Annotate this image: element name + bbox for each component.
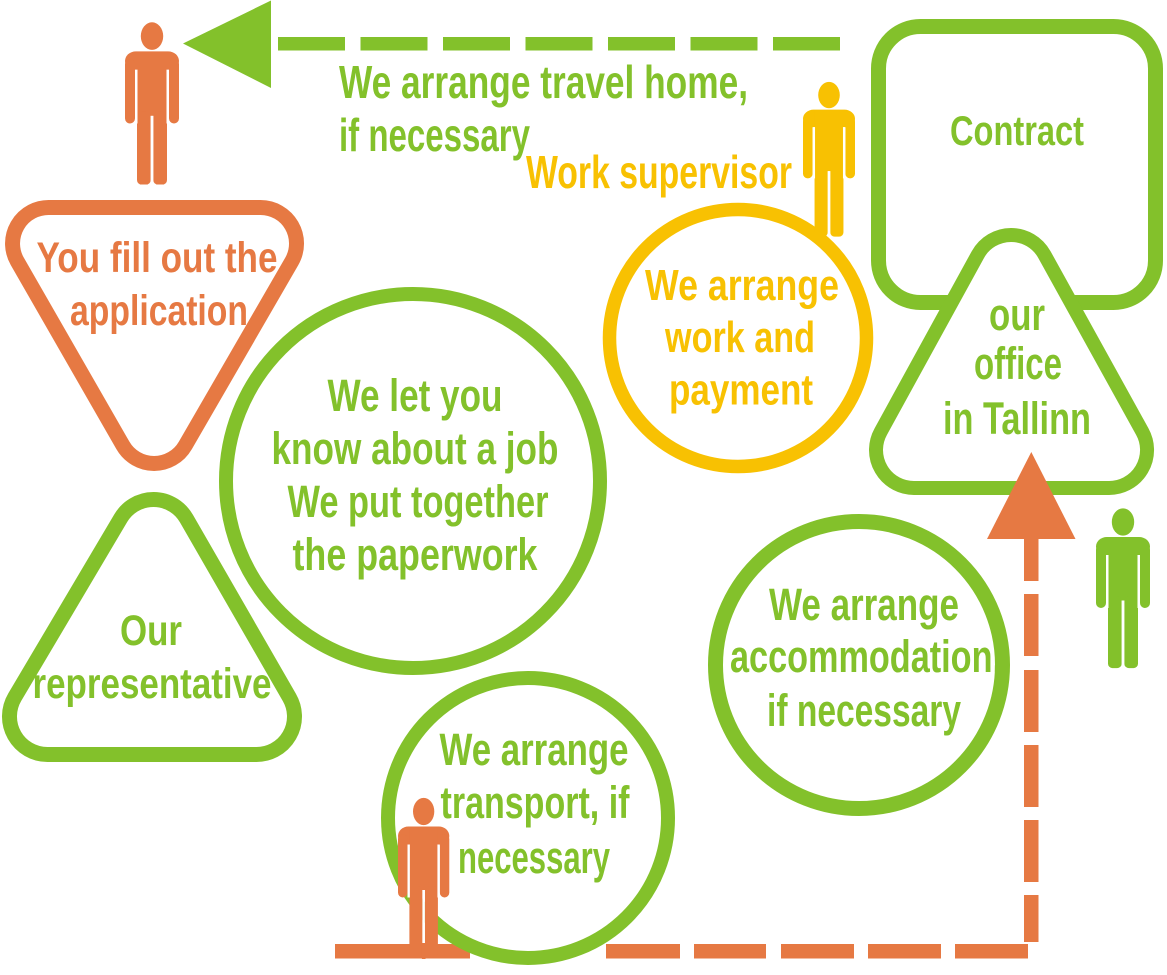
svg-text:We put together: We put together: [288, 476, 549, 527]
svg-text:We arrange: We arrange: [440, 724, 629, 775]
svg-text:Our: Our: [120, 607, 182, 655]
svg-text:know about a job: know about a job: [272, 423, 559, 474]
svg-text:if necessary: if necessary: [767, 685, 961, 736]
svg-text:We arrange: We arrange: [645, 261, 839, 310]
svg-text:accommodation,: accommodation,: [730, 631, 1002, 682]
svg-text:if necessary: if necessary: [339, 109, 530, 161]
svg-text:We arrange travel home,: We arrange travel home,: [339, 56, 748, 108]
svg-text:necessary: necessary: [458, 832, 610, 883]
svg-text:Work supervisor: Work supervisor: [526, 146, 792, 198]
svg-text:office: office: [974, 338, 1062, 389]
svg-text:application: application: [70, 287, 248, 335]
svg-text:We let you: We let you: [328, 370, 503, 421]
svg-text:payment: payment: [669, 366, 813, 415]
svg-text:We arrange: We arrange: [769, 579, 959, 630]
svg-text:You fill out the: You fill out the: [37, 234, 278, 282]
svg-text:in Tallinn: in Tallinn: [943, 393, 1091, 444]
svg-text:transport, if: transport, if: [441, 777, 631, 828]
svg-text:the paperwork: the paperwork: [293, 529, 539, 580]
svg-text:work and: work and: [664, 313, 815, 362]
svg-text:our: our: [989, 289, 1045, 340]
svg-text:representative: representative: [33, 660, 272, 708]
svg-text:Contract: Contract: [950, 107, 1084, 154]
